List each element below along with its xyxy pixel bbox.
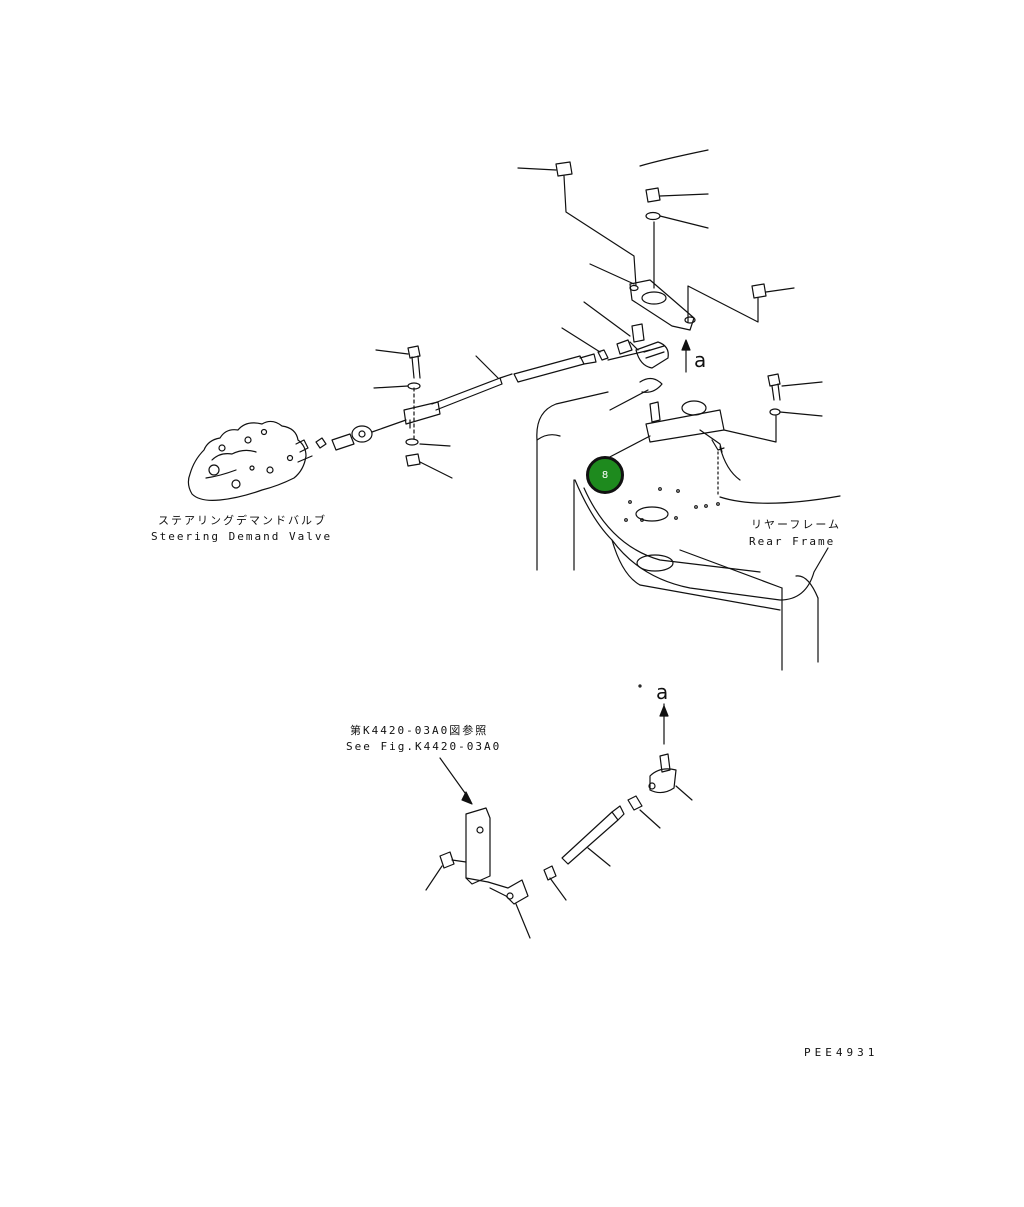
frame-label-jp: リヤーフレーム [751,518,842,531]
view-arrow-label-bottom: a [656,680,669,704]
valve-fasteners [405,345,421,467]
valve-label-jp: ステアリングデマンドバルブ [158,514,327,527]
lower-linkage [439,703,677,905]
steering-demand-valve [187,420,313,501]
reference-label-jp: 第K4420-03A0図参照 [350,724,489,737]
rear-frame [536,391,841,688]
valve-label-en: Steering Demand Valve [151,530,333,543]
frame-lever [645,373,781,497]
upper-linkage [315,339,633,451]
part-callout-8[interactable]: 8 [586,456,624,494]
view-arrow-label-top: a [694,348,707,372]
drawing-code: PEE4931 [804,1046,879,1059]
reference-label-en: See Fig.K4420-03A0 [346,740,502,753]
leader-lines [373,167,823,939]
frame-label-en: Rear Frame [749,535,836,548]
